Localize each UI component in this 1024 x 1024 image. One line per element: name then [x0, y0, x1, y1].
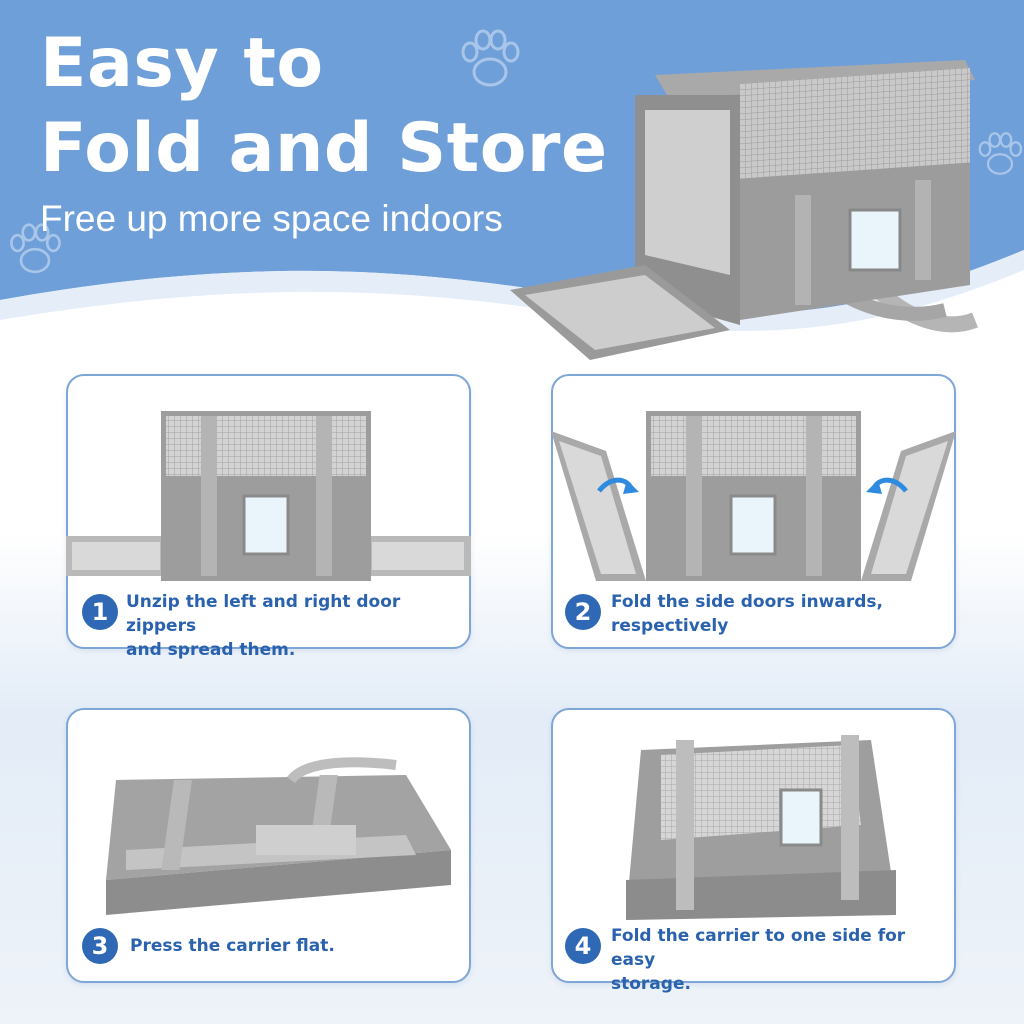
- step-card-2: 2 Fold the side doors inwards, respectiv…: [551, 374, 956, 649]
- step-4-text: Fold the carrier to one side for easy st…: [611, 924, 951, 996]
- step-1-text-line-1: Unzip the left and right door zippers: [126, 592, 401, 636]
- step-3-text-line-1: Press the carrier flat.: [130, 936, 335, 956]
- step-1-text: Unzip the left and right door zippers an…: [126, 590, 466, 662]
- paw-icon: [10, 223, 61, 274]
- step-number-badge: 4: [565, 928, 601, 964]
- step-2-text-line-1: Fold the side doors inwards,: [611, 592, 883, 612]
- step-card-4: 4 Fold the carrier to one side for easy …: [551, 708, 956, 994]
- step-3-text: Press the carrier flat.: [130, 934, 460, 958]
- step-4-text-line-2: storage.: [611, 974, 691, 994]
- step-1-text-line-2: and spread them.: [126, 640, 296, 660]
- step-2-text-line-2: respectively: [611, 616, 729, 636]
- pet-carrier-illustration: [510, 60, 978, 360]
- folding-doors-illustration: [551, 411, 956, 581]
- step-number-badge: 3: [82, 928, 118, 964]
- page-title-line-2: Fold and Store: [40, 109, 608, 188]
- step-number-badge: 1: [82, 594, 118, 630]
- curved-arrow-icon: [866, 477, 908, 494]
- paw-icon: [978, 132, 1023, 175]
- step-card-3: 3 Press the carrier flat.: [66, 708, 471, 983]
- page-subtitle: Free up more space indoors: [40, 198, 503, 239]
- paw-icon: [461, 29, 520, 87]
- unzipped-carrier-illustration: [66, 411, 471, 581]
- step-2-text: Fold the side doors inwards, respectivel…: [611, 590, 951, 638]
- step-number-badge: 2: [565, 594, 601, 630]
- step-card-1: 1 Unzip the left and right door zippers …: [66, 374, 471, 660]
- folded-carrier-illustration: [626, 735, 896, 920]
- flat-carrier-illustration: [106, 757, 451, 915]
- page-title-line-1: Easy to: [40, 24, 324, 103]
- curved-arrow-icon: [597, 477, 639, 494]
- step-4-text-line-1: Fold the carrier to one side for easy: [611, 926, 906, 970]
